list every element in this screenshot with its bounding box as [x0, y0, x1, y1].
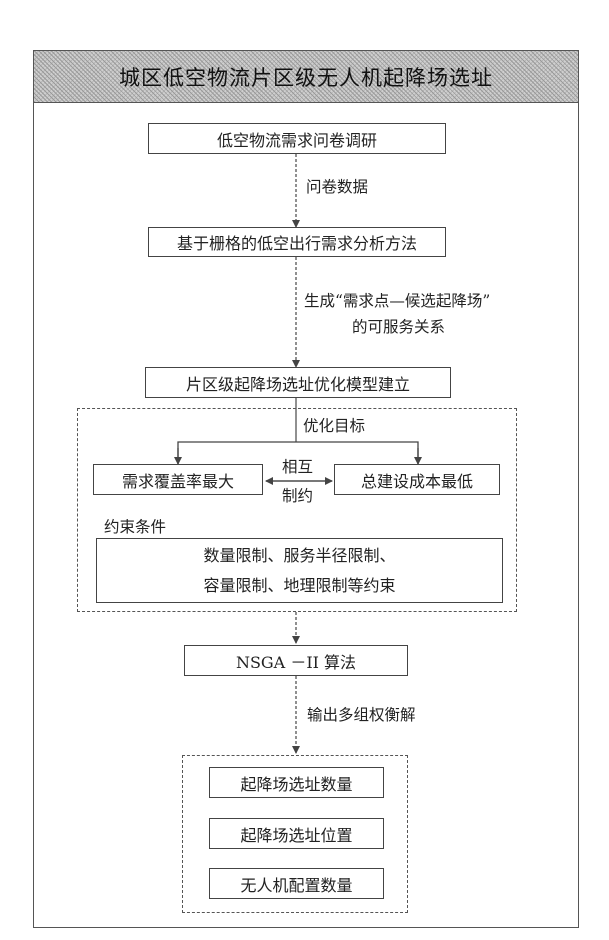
step-model-label: 片区级起降场选址优化模型建立 [186, 371, 410, 395]
tradeoff-label-1: 相互 [282, 455, 313, 477]
edge-label-service-relation-2: 的可服务关系 [352, 315, 445, 337]
edge-label-tradeoff-solutions: 输出多组权衡解 [307, 703, 416, 725]
constraints-line-2: 容量限制、地理限制等约束 [203, 571, 395, 601]
step-survey: 低空物流需求问卷调研 [148, 123, 446, 154]
step-algorithm: NSGA －II 算法 [184, 645, 408, 676]
edge-label-service-relation-1: 生成“需求点—候选起降场” [304, 289, 490, 311]
step-survey-label: 低空物流需求问卷调研 [217, 127, 377, 151]
output-uav-count-label: 无人机配置数量 [240, 872, 352, 896]
constraints-label: 约束条件 [104, 515, 166, 537]
constraints-line-1: 数量限制、服务半径限制、 [203, 541, 395, 571]
optimization-objective-label: 优化目标 [301, 414, 367, 436]
output-site-count: 起降场选址数量 [209, 767, 384, 798]
tradeoff-label-2: 制约 [282, 484, 313, 506]
step-analysis-label: 基于栅格的低空出行需求分析方法 [177, 230, 417, 254]
output-site-count-label: 起降场选址数量 [240, 771, 352, 795]
step-algorithm-label: NSGA －II 算法 [236, 649, 356, 673]
step-model: 片区级起降场选址优化模型建立 [145, 367, 451, 398]
step-analysis: 基于栅格的低空出行需求分析方法 [148, 227, 446, 257]
edge-label-questionnaire-data: 问卷数据 [306, 175, 368, 197]
objective-min-cost: 总建设成本最低 [334, 464, 500, 495]
objective-max-coverage-label: 需求覆盖率最大 [122, 468, 234, 492]
constraints-box: 数量限制、服务半径限制、 容量限制、地理限制等约束 [96, 538, 503, 603]
objective-max-coverage: 需求覆盖率最大 [93, 464, 263, 495]
objective-min-cost-label: 总建设成本最低 [361, 468, 473, 492]
output-site-location-label: 起降场选址位置 [240, 822, 352, 846]
output-site-location: 起降场选址位置 [209, 818, 384, 849]
output-uav-count: 无人机配置数量 [209, 868, 384, 899]
